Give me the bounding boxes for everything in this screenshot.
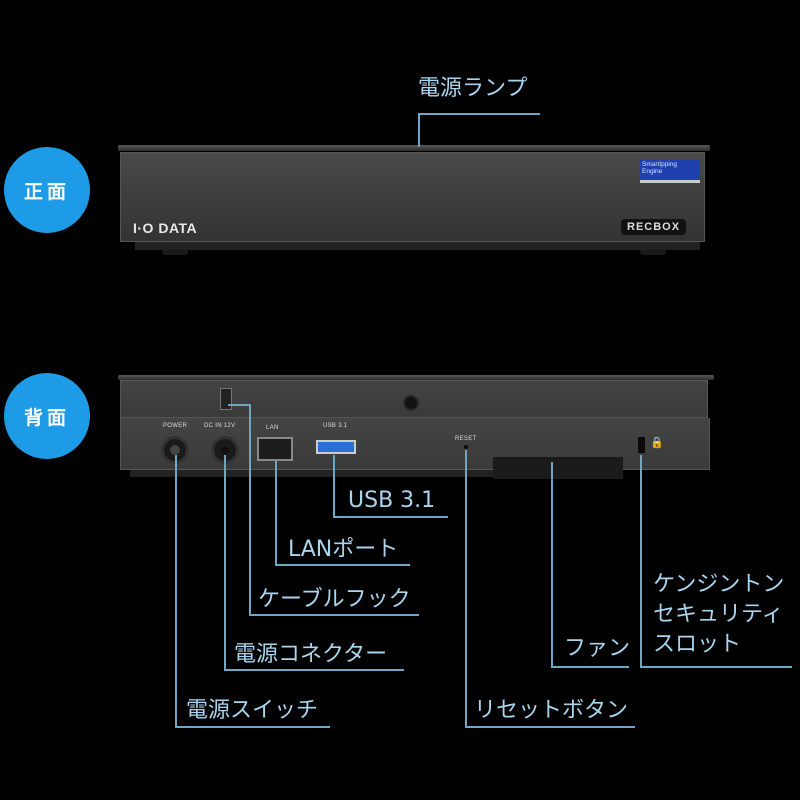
lan-port bbox=[257, 437, 293, 461]
callout-power-switch: 電源スイッチ bbox=[186, 698, 319, 723]
cable-hook bbox=[220, 388, 232, 410]
dc-in-label: DC IN 12V bbox=[204, 423, 236, 429]
sticker-strip bbox=[640, 180, 700, 183]
reset-label: RESET bbox=[455, 436, 477, 442]
front-panel bbox=[120, 152, 705, 242]
callout-line-connector-h bbox=[224, 669, 404, 671]
callout-line-usb-v bbox=[333, 455, 335, 517]
callout-fan: ファン bbox=[564, 636, 631, 661]
power-port-label: POWER bbox=[163, 423, 188, 429]
callout-line-hook-top bbox=[228, 404, 250, 406]
reset-button bbox=[464, 445, 468, 449]
callout-line-kensington-v bbox=[640, 455, 642, 667]
callout-cable-hook: ケーブルフック bbox=[258, 587, 411, 612]
sticker-text-1: SmartIpping bbox=[642, 161, 678, 168]
callout-line-power-lamp-h bbox=[418, 113, 540, 115]
callout-line-lan-v bbox=[275, 461, 277, 565]
callout-line-hook-h bbox=[249, 614, 419, 616]
back-view-badge: 背面 bbox=[4, 373, 90, 459]
usb-label: USB 3.1 bbox=[323, 423, 348, 429]
callout-reset-button: リセットボタン bbox=[474, 698, 629, 723]
callout-line-usb-h bbox=[333, 516, 448, 518]
callout-line-lan-h bbox=[275, 564, 410, 566]
front-view-label: 正面 bbox=[23, 180, 70, 203]
front-foot-right bbox=[640, 250, 666, 255]
fan-vent bbox=[493, 457, 623, 479]
callout-line-kensington-h bbox=[640, 666, 792, 668]
back-base bbox=[130, 470, 530, 477]
back-top-plate bbox=[118, 375, 714, 380]
callout-line-switch-v bbox=[175, 455, 177, 727]
callout-lan-port: LANポート bbox=[288, 537, 399, 562]
callout-line-reset-v bbox=[465, 450, 467, 727]
callout-line-switch-h bbox=[175, 726, 330, 728]
callout-line-fan-h bbox=[551, 666, 629, 668]
front-foot-left bbox=[162, 250, 188, 255]
screw bbox=[403, 395, 419, 411]
usb-port bbox=[316, 440, 356, 454]
lan-label: LAN bbox=[266, 425, 279, 431]
callout-line-power-lamp-v bbox=[418, 113, 420, 147]
kensington-slot bbox=[638, 437, 645, 453]
callout-power-connector: 電源コネクター bbox=[234, 642, 388, 667]
front-view-badge: 正面 bbox=[4, 147, 90, 233]
callout-line-reset-h bbox=[465, 726, 635, 728]
power-switch-center bbox=[170, 445, 180, 455]
back-view-label: 背面 bbox=[23, 406, 70, 429]
callout-line-hook-v bbox=[249, 404, 251, 615]
product-logo: RECBOX bbox=[621, 219, 687, 235]
callout-line-connector-v bbox=[224, 455, 226, 670]
brand-logo: I·O DATA bbox=[133, 220, 198, 236]
callout-usb: USB 3.1 bbox=[348, 488, 436, 513]
callout-kensington-slot: ケンジントン セキュリティ スロット bbox=[653, 572, 785, 657]
front-top-plate bbox=[118, 145, 710, 151]
callout-line-fan-v bbox=[551, 462, 553, 667]
power-connector-pin bbox=[221, 446, 229, 454]
lock-icon: 🔒 bbox=[650, 436, 664, 449]
sticker-text-2: Engine bbox=[642, 168, 663, 175]
smart-engine-sticker: SmartIpping Engine bbox=[640, 160, 700, 180]
front-base bbox=[135, 242, 700, 250]
callout-power-lamp: 電源ランプ bbox=[418, 76, 528, 101]
